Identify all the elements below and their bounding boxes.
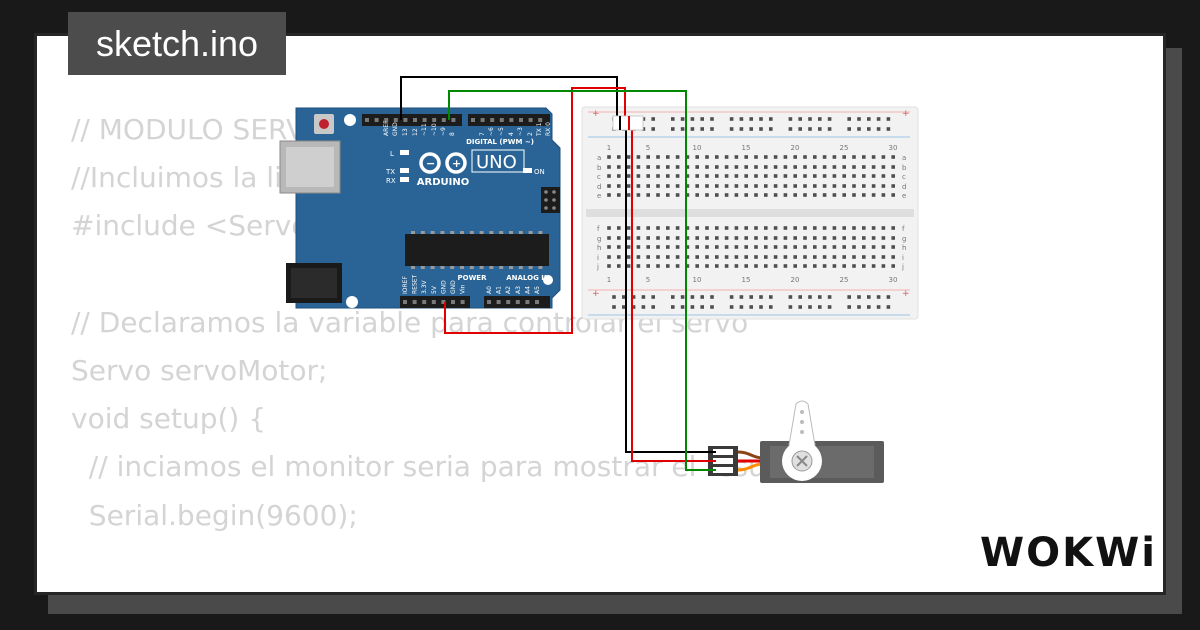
board-brand: ARDUINO [417,177,469,188]
bb-row-d-right: d [902,183,906,191]
bb-col-5: 5 [646,144,650,152]
bb-row-b-right: b [902,164,907,172]
led-l-label: L [390,150,394,158]
bb-col-15-bottom: 15 [742,276,751,284]
bb-col-30: 30 [889,144,898,152]
board-model: UNO [476,152,517,173]
pin-label: A2 [505,286,512,294]
bb-row-a-right: a [902,154,906,162]
breadboard-column-numbers: 1 5 10 15 20 25 30 1 5 10 15 20 25 30 [607,144,898,284]
bb-col-1: 1 [607,144,611,152]
bb-row-h-right: h [902,244,906,252]
pin-label: ~9 [440,127,447,136]
bb-row-g-right: g [902,235,906,243]
bb-row-f: f [597,225,600,233]
pin-label: 3.3V [421,279,428,294]
bb-row-e: e [597,192,601,200]
bb-row-a: a [597,154,601,162]
bb-col-10: 10 [693,144,702,152]
pin-label: 5V [431,285,438,294]
led-on-label: ON [534,168,545,176]
bb-row-e-right: e [902,192,906,200]
pin-label: ~3 [517,127,524,136]
led-tx-label: TX [385,168,395,176]
bb-row-j: j [596,263,599,271]
bb-col-1-bottom: 1 [607,276,611,284]
pin-label: GND [392,122,399,136]
wire-vcc[interactable] [444,87,716,462]
bb-row-i-right: i [902,254,904,262]
wire-signal[interactable] [448,90,716,471]
code-line: Serial.begin(9600); [71,498,358,532]
bb-row-f-right: f [902,225,905,233]
pin-label: GND [450,280,457,294]
pin-label: A0 [486,286,493,294]
servo-motor[interactable] [708,400,884,483]
svg-text:+: + [902,289,910,299]
bb-row-i: i [597,254,599,262]
pin-label: 12 [412,128,419,136]
code-line: #include <Servo.h> [71,209,359,243]
pin-label: 4 [508,132,515,136]
pin-label: ~10 [431,123,438,136]
pin-label: Vin [460,284,467,294]
bb-col-10-bottom: 10 [693,276,702,284]
pin-label: A5 [534,286,541,294]
pin-label: ~6 [488,127,495,136]
breadboard-row-letters: a b c d e f g h i j a b c d e f g h i j [596,154,907,271]
bb-row-h: h [597,244,601,252]
code-line: void setup() { [71,402,267,436]
pin-label: 8 [449,132,456,136]
wokwi-logo-text: WOKWi [980,530,1152,576]
arduino-infinity-icon [419,152,467,174]
atmega-chip [405,234,549,266]
bb-row-b: b [597,164,602,172]
pin-label: A3 [515,286,522,294]
bb-row-g: g [597,235,601,243]
code-line: Servo servoMotor; [71,353,328,387]
svg-text:+: + [592,289,600,299]
svg-text:+: + [452,157,461,170]
svg-text:+: + [902,109,910,119]
pin-label: 7 [479,132,486,136]
pin-label: 2 [527,132,534,136]
pin-label: RX 0 [545,122,552,136]
pin-label: A4 [524,286,531,294]
wokwi-logo: WOKWi [980,530,1152,576]
pin-label: ~5 [498,127,505,136]
pin-label: AREF [383,120,390,136]
bb-col-25: 25 [840,144,849,152]
led-rx-label: RX [386,177,396,185]
pin-label: ~11 [421,123,428,136]
analog-label: ANALOG IN [506,274,550,282]
bb-col-15: 15 [742,144,751,152]
breadboard: + + + + 1 5 10 15 20 25 30 1 5 10 15 20 … [581,106,919,320]
bb-row-d: d [597,183,601,191]
bb-col-20-bottom: 20 [791,276,800,284]
pin-label: GND [440,280,447,294]
svg-text:−: − [426,157,435,170]
power-label: POWER [458,274,488,282]
pin-label: 13 [402,128,409,136]
bb-row-c: c [597,173,601,181]
file-tab[interactable]: sketch.ino [68,12,286,75]
pin-label: TX 1 [536,122,543,137]
pin-label: RESET [412,274,419,294]
pin-label: IOREF [402,276,409,294]
bb-row-c-right: c [902,173,906,181]
digital-label: DIGITAL (PWM ~) [466,138,534,146]
bb-col-20: 20 [791,144,800,152]
bb-row-j-right: j [901,263,904,271]
bb-col-30-bottom: 30 [889,276,898,284]
pin-label: A1 [496,286,503,294]
bb-col-25-bottom: 25 [840,276,849,284]
svg-text:+: + [592,109,600,119]
bb-col-5-bottom: 5 [646,276,650,284]
